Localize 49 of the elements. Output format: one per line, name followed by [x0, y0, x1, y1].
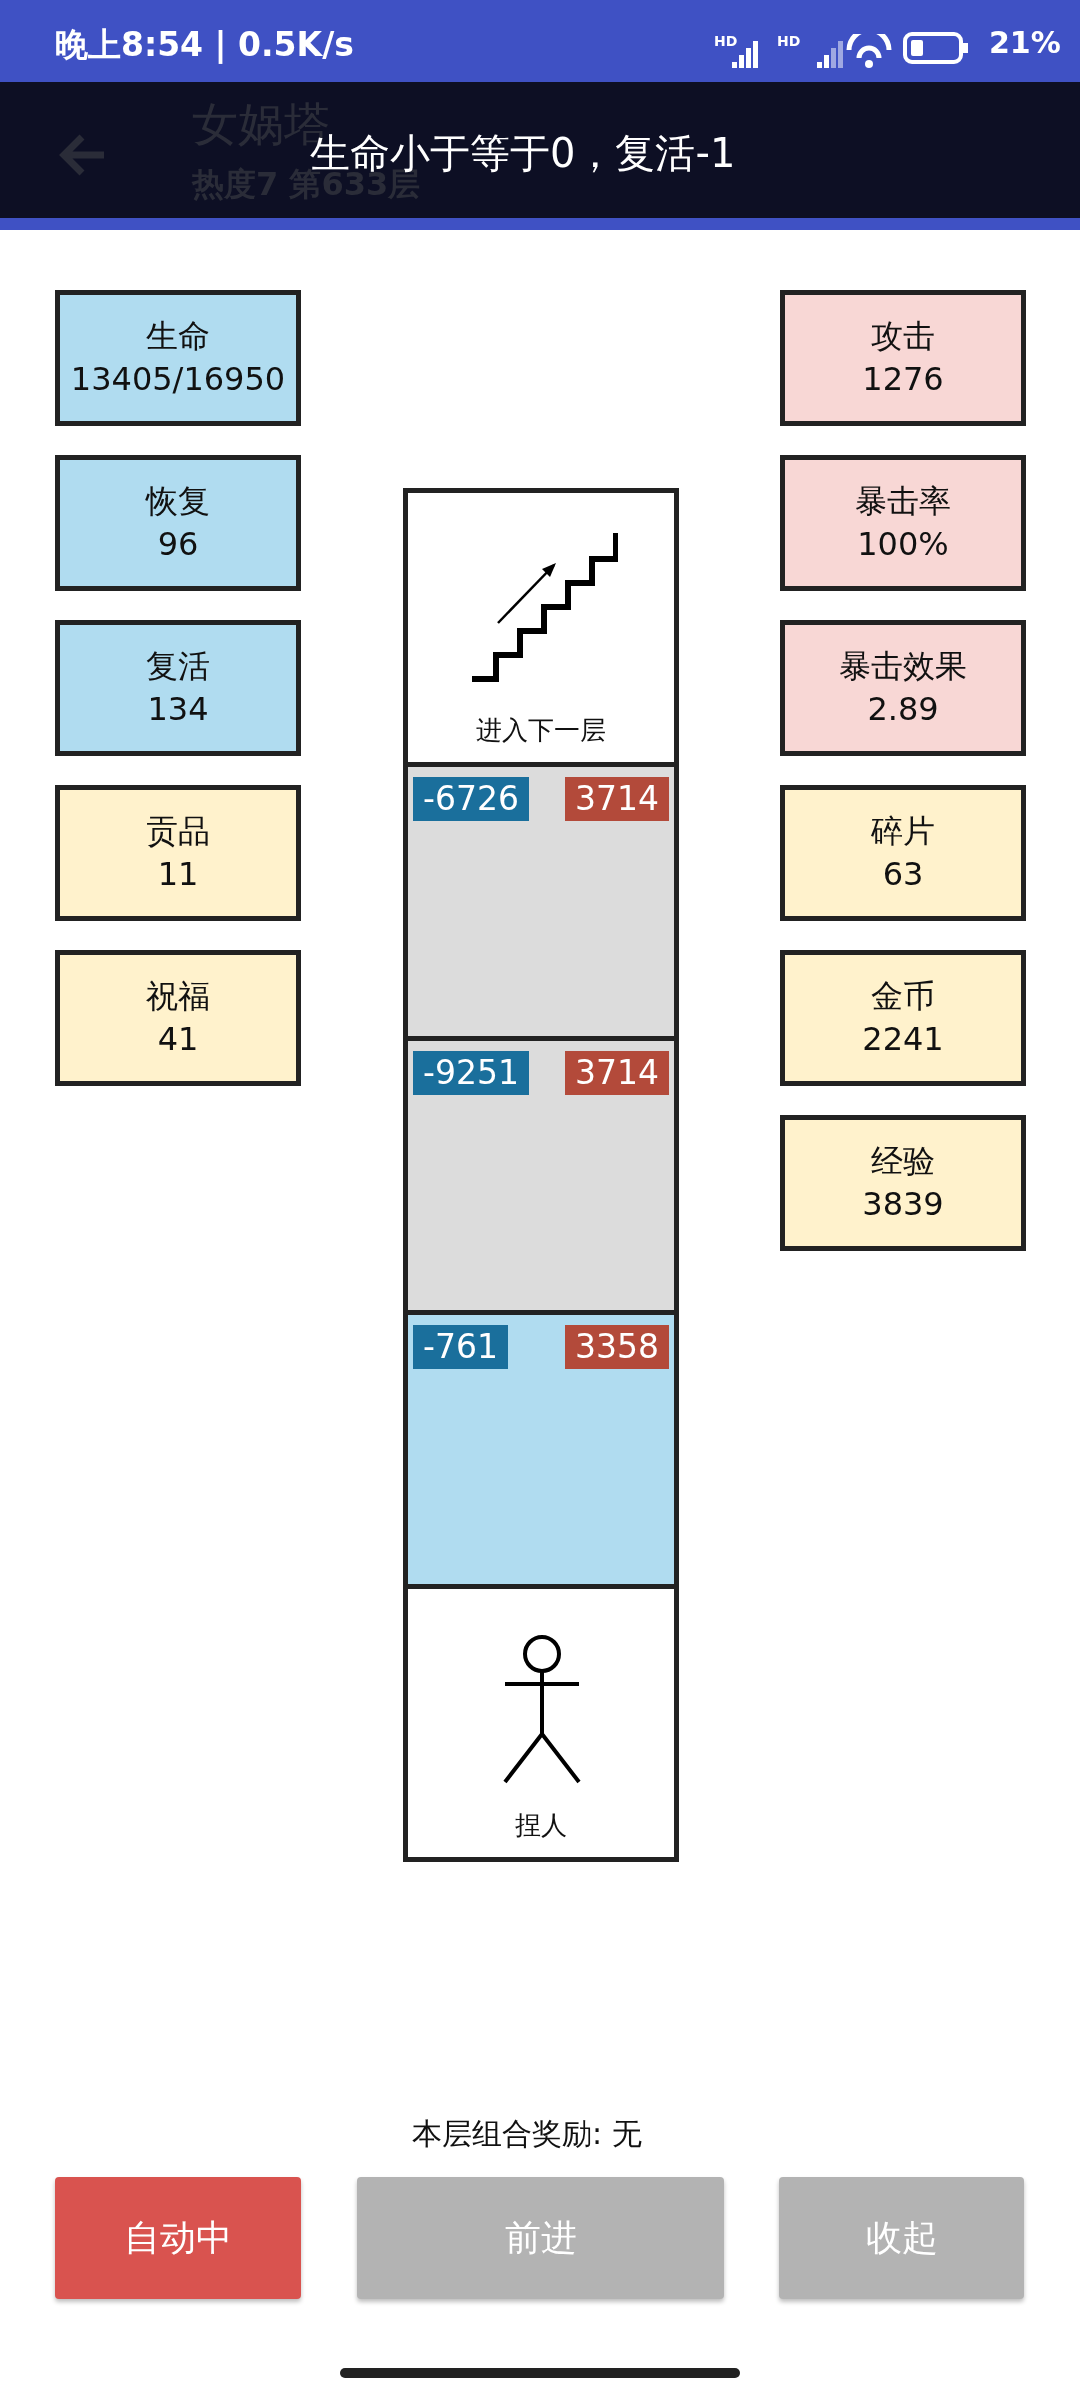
stat-value: 41 — [157, 1019, 199, 1060]
stat-card — [780, 785, 1026, 921]
stat-value: 100% — [857, 524, 949, 565]
stat-value: 11 — [157, 854, 199, 895]
stat-label: 碎片 — [871, 810, 935, 852]
stat-label: 暴击效果 — [839, 645, 967, 687]
action-button: 自动中 — [55, 2177, 301, 2299]
stat-card — [55, 290, 301, 426]
action-button: 前进 — [357, 2177, 724, 2299]
stat-label: 金币 — [871, 975, 935, 1017]
stat-card — [55, 950, 301, 1086]
enemy-power-tag: 3714 — [565, 777, 669, 821]
stat-label: 攻击 — [871, 315, 935, 357]
status-time-text: 晚上8:54 | 0.5K/s — [55, 26, 354, 64]
stat-label: 贡品 — [146, 810, 210, 852]
hp-change-tag: -6726 — [413, 777, 529, 821]
stat-card — [55, 620, 301, 756]
stat-label: 复活 — [146, 645, 210, 687]
network-type-text: HD — [714, 33, 738, 50]
stat-value: 3839 — [862, 1184, 944, 1225]
stat-card — [55, 785, 301, 921]
stat-card — [55, 455, 301, 591]
stat-card — [780, 455, 1026, 591]
enemy-power-tag: 3714 — [565, 1051, 669, 1095]
stat-card — [780, 950, 1026, 1086]
stat-value: 2241 — [862, 1019, 944, 1060]
stat-label: 经验 — [871, 1140, 935, 1182]
stat-label: 生命 — [146, 315, 210, 357]
network-type-text: HD — [777, 33, 801, 50]
stat-label: 恢复 — [146, 480, 210, 522]
battery-percent-text: 21% — [989, 26, 1061, 61]
stat-card — [780, 1115, 1026, 1251]
stat-value: 1276 — [862, 359, 944, 400]
floor-caption: 进入下一层 — [475, 714, 607, 747]
stat-value: 134 — [147, 689, 209, 730]
hp-change-tag: -761 — [413, 1325, 508, 1369]
stat-value: 96 — [157, 524, 199, 565]
stat-label: 暴击率 — [855, 480, 951, 522]
combo-reward-text: 本层组合奖励: 无 — [412, 2117, 642, 2152]
stat-label: 祝福 — [146, 975, 210, 1017]
hp-change-tag: -9251 — [413, 1051, 529, 1095]
action-button: 收起 — [779, 2177, 1024, 2299]
stat-value: 63 — [882, 854, 924, 895]
stat-card — [780, 290, 1026, 426]
stat-value: 2.89 — [867, 689, 939, 730]
enemy-power-tag: 3358 — [565, 1325, 669, 1369]
stat-card — [780, 620, 1026, 756]
stat-value: 13405/16950 — [70, 359, 286, 400]
floor-caption: 捏人 — [514, 1809, 568, 1842]
